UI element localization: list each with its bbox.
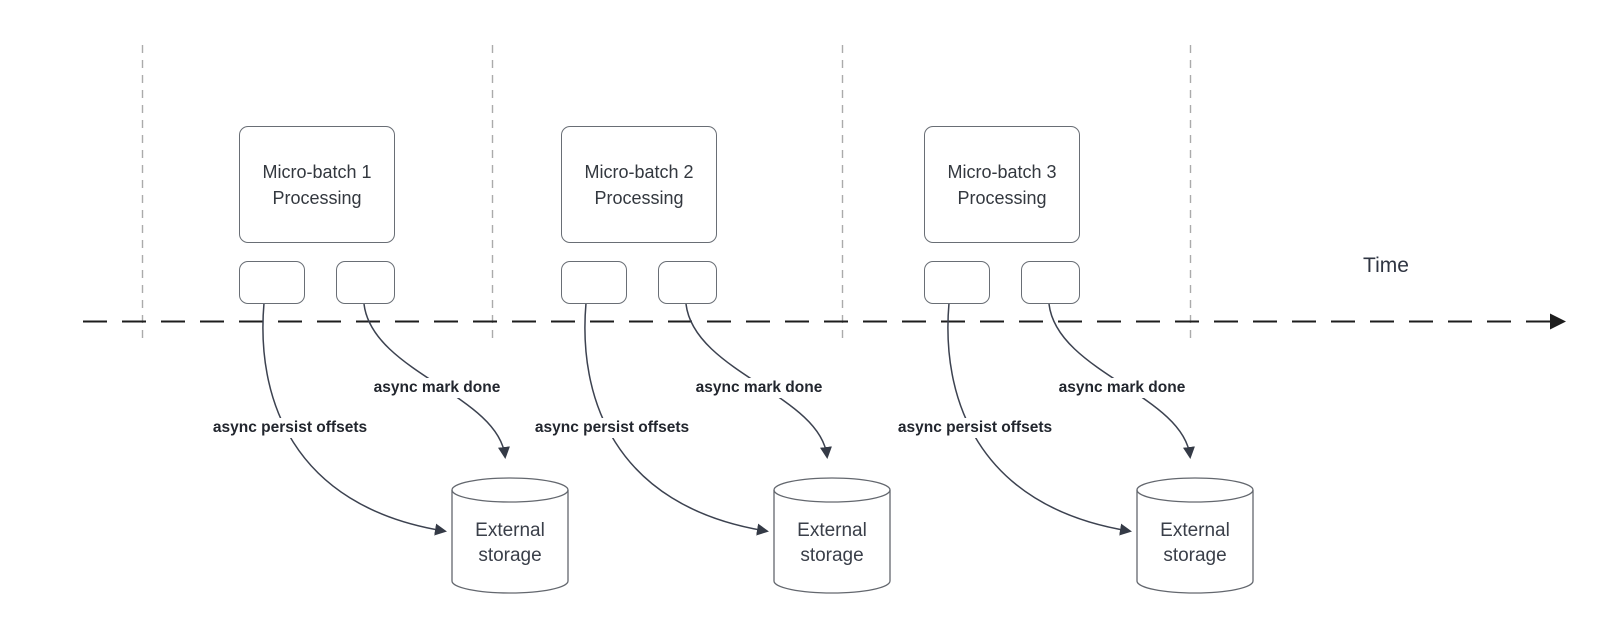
done-slot-box [1021,261,1080,304]
storage-cylinder [773,477,891,594]
external-storage-label: External storage [1160,520,1230,566]
offset-slot-box [924,261,990,304]
micro-batch-label: Micro-batch 2 Processing [584,161,694,208]
batch-shapes-group [262,302,1254,594]
async-persist-offsets-label: async persist offsets [209,418,371,438]
async-mark-done-label: async mark done [1055,378,1189,398]
external-storage-label: External storage [797,520,867,566]
micro-batch-label: Micro-batch 1 Processing [262,161,372,208]
micro-batch-processing-box: Micro-batch 3 Processing [924,126,1080,243]
persist-offsets-arrow [584,302,769,536]
async-mark-done-label: async mark done [370,378,504,398]
offset-slot-box [561,261,627,304]
async-persist-offsets-label: async persist offsets [531,418,693,438]
async-mark-done-label: async mark done [692,378,826,398]
persist-offsets-arrow [947,302,1132,536]
storage-cylinder-rim [773,489,891,503]
external-storage-label: External storage [475,520,545,566]
time-guides-group [141,45,1192,338]
time-axis-label: Time [1363,254,1409,277]
batch-arrows-group [584,302,891,594]
storage-cylinder [1136,477,1254,594]
done-slot-box [658,261,717,304]
storage-cylinder-rim [1136,489,1254,503]
offset-slot-box [239,261,305,304]
micro-batch-label: Micro-batch 3 Processing [947,161,1057,208]
batch-arrows-group [262,302,569,594]
micro-batch-processing-box: Micro-batch 1 Processing [239,126,395,243]
micro-batch-processing-box: Micro-batch 2 Processing [561,126,717,243]
storage-cylinder [451,477,569,594]
async-persist-offsets-label: async persist offsets [894,418,1056,438]
persist-offsets-arrow [262,302,447,536]
done-slot-box [336,261,395,304]
storage-cylinder-rim [451,489,569,503]
